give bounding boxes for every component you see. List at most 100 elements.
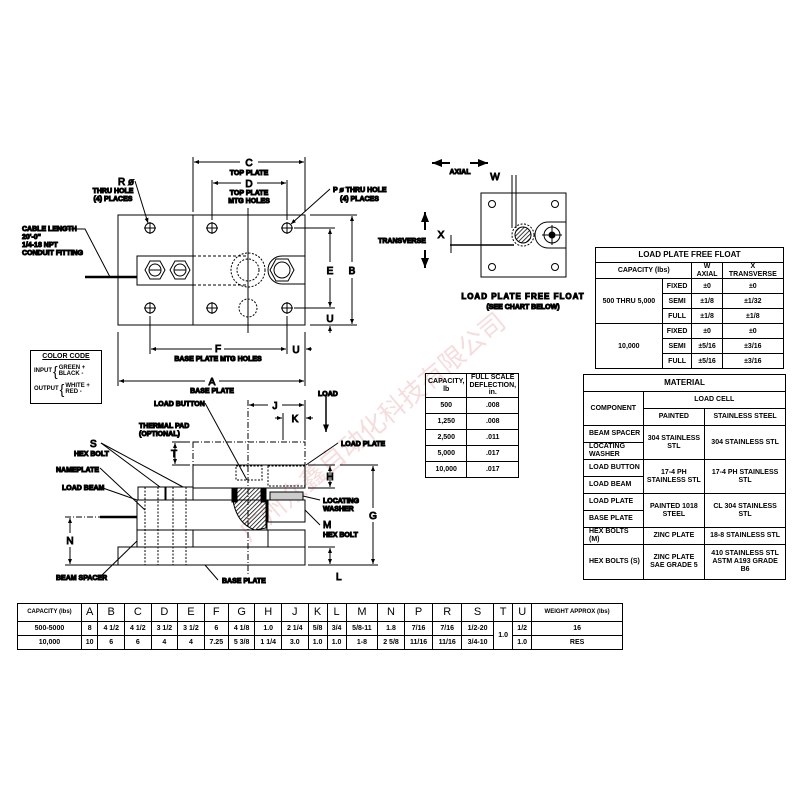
color-code-box: COLOR CODE INPUT{GREEN +BLACK - OUTPUT{W…	[30, 350, 102, 404]
column-header: PAINTED	[642, 408, 706, 426]
column-header: F	[203, 603, 229, 622]
stainless-cell: CL 304 STAINLESS STL	[704, 493, 786, 528]
s-hex-bolt	[165, 486, 194, 501]
table-cell: SEMI	[661, 338, 693, 355]
output-label: OUTPUT	[34, 386, 59, 392]
load-beam-outline	[136, 255, 194, 286]
table-cell: ±3/16	[721, 338, 785, 355]
locating-washer-label: WASHER	[323, 506, 354, 513]
float-caption-sub: (SEE CHART BELOW)	[486, 304, 559, 311]
table-cell: .017	[466, 445, 520, 463]
w-sub: AXIAL	[696, 270, 718, 278]
p-label: P ø THRU HOLE	[333, 187, 387, 194]
table-cell: .008	[466, 397, 520, 415]
r-label: R ø	[118, 177, 134, 188]
table-row: 500.008	[424, 397, 520, 415]
table-cell: 11/16	[403, 635, 434, 650]
table-cell: 3/4	[326, 621, 347, 636]
table-cell: 11/16	[432, 635, 463, 650]
table-cell: .011	[466, 429, 520, 447]
table-cell: 1-8	[345, 635, 379, 650]
transverse-label: TRANSVERSE	[378, 238, 426, 245]
beam-spacer-label: BEAM SPACER	[56, 575, 107, 582]
w-label: W	[490, 172, 500, 183]
output-wire: WHITE +	[65, 383, 90, 389]
table-cell: 3 1/2	[150, 621, 179, 636]
table-cell: 500-5000	[17, 621, 82, 636]
table-cell: ±0	[721, 323, 785, 340]
column-header: G	[227, 603, 256, 622]
table-cell: 4 1/2	[124, 621, 152, 636]
table-cell: ±0	[691, 278, 723, 295]
table-cell: 1.0	[254, 621, 282, 636]
column-header: T	[493, 603, 514, 622]
stainless-cell: 410 STAINLESS STL ASTM A193 GRADE B6	[704, 544, 786, 580]
column-header: R	[432, 603, 463, 622]
base-plate-label: BASE PLATE	[222, 578, 266, 585]
dim-c-desc: TOP PLATE	[230, 170, 269, 177]
table-cell: SEMI	[661, 293, 693, 310]
dim-h-label: H	[326, 472, 333, 483]
stainless-cell: 17-4 PH STAINLESS STL	[704, 459, 786, 494]
p-desc: (4) PLACES	[340, 196, 379, 203]
thermal-pad-label: THERMAL PAD	[139, 423, 189, 430]
corner-holes	[488, 200, 559, 271]
cable-label: 20'-0"	[22, 234, 41, 241]
m-hex-bolt-bottom	[267, 529, 306, 548]
dim-d-desc: MTG HOLES	[228, 198, 270, 205]
table-cell: ±5/16	[691, 353, 723, 370]
stainless-cell: 304 STAINLESS STL	[704, 425, 786, 460]
column-header: L	[326, 603, 347, 622]
column-header: LOAD CELL	[642, 391, 787, 409]
table-cell: 2,500	[424, 429, 468, 447]
table-cell: .008	[466, 413, 520, 431]
table-cell: 8	[80, 621, 99, 636]
table-cell: 2 5/8	[377, 635, 405, 650]
table-cell: 1/2-20	[461, 621, 495, 636]
table-cell: 5,000	[424, 445, 468, 463]
column-header: H	[254, 603, 282, 622]
load-button-dashed-circle	[230, 252, 266, 288]
x-sub: TRANSVERSE	[728, 270, 777, 278]
dim-t-label: T	[171, 449, 177, 460]
load-beam-side	[136, 499, 268, 531]
dim-e-label: E	[327, 266, 334, 277]
component-cell: BASE PLATE	[583, 510, 644, 528]
float-view: AXIAL TRANSVERSE W X LOAD PLATE FREE FLO…	[378, 159, 584, 312]
table-cell: 1.0	[512, 635, 533, 650]
column-header: C	[124, 603, 152, 622]
dim-d-desc: TOP PLATE	[230, 190, 269, 197]
component-cell: HEX BOLTS (S)	[583, 544, 644, 580]
cable-label: CABLE LENGTH	[22, 226, 77, 233]
thermal-pad-label: (OPTIONAL)	[139, 431, 180, 438]
side-view: LOAD BUTTON THERMAL PAD (OPTIONAL) S HEX…	[56, 391, 387, 586]
table-cell: FULL	[661, 308, 693, 325]
table-cell: 1.0	[307, 635, 328, 650]
table-cell: 3/4-10	[461, 635, 495, 650]
thermal-pad	[192, 441, 306, 466]
s-hex-bolt	[137, 486, 166, 501]
table-row: 2,500.011	[424, 429, 520, 447]
table-cell: 10,000	[17, 635, 82, 650]
axial-label: AXIAL	[450, 169, 472, 176]
bolt-hex-icon	[169, 260, 191, 280]
table-cell: 4	[150, 635, 179, 650]
table-cell: 5/8	[307, 621, 328, 636]
component-cell: HEX BOLTS (M)	[583, 527, 644, 545]
dim-u-label: U	[326, 314, 333, 325]
table-cell: 6	[203, 621, 229, 636]
locating-washer-label: LOCATING	[323, 498, 360, 505]
table-cell: ±1/32	[721, 293, 785, 310]
bolt-hex-icon	[144, 260, 166, 280]
table-cell: ±5/16	[691, 338, 723, 355]
table-cell: 4 1/8	[227, 621, 256, 636]
load-button-label: LOAD BUTTON	[154, 401, 205, 408]
r-desc: (4) PLACES	[94, 196, 133, 203]
